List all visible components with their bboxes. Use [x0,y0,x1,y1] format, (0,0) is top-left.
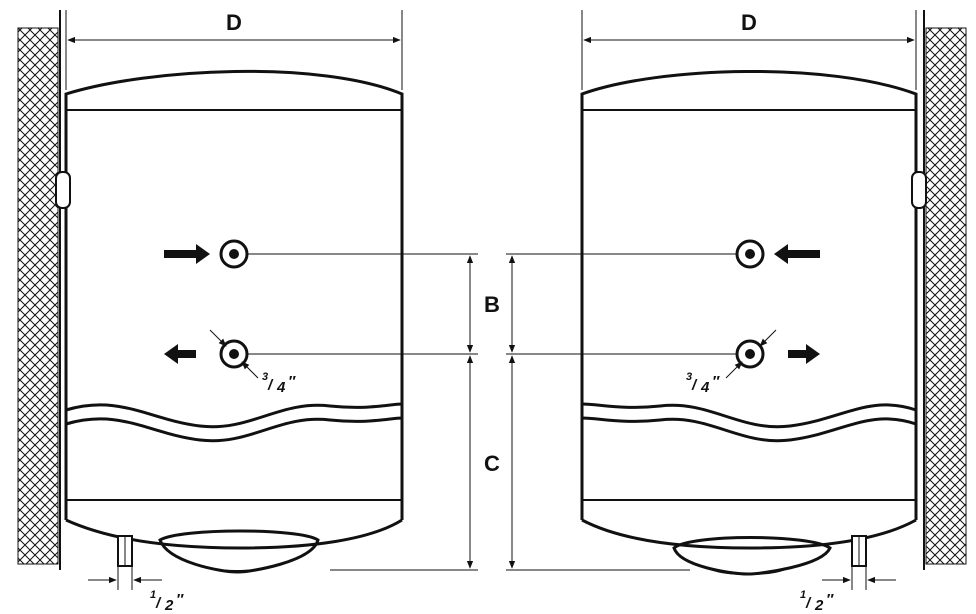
svg-text:″: ″ [826,591,834,608]
svg-text:″: ″ [288,373,296,390]
svg-text:2: 2 [814,597,824,614]
label-d-right: D [741,10,757,35]
left-heater [55,69,404,574]
svg-text:3: 3 [262,371,268,383]
dimension-d-right [581,10,917,90]
svg-text:/: / [155,595,162,612]
label-c: C [484,451,500,476]
arrow-right-icon [164,244,210,264]
svg-text:1: 1 [800,589,806,601]
svg-text:4: 4 [276,379,286,396]
right-wall [923,10,967,570]
svg-text:4: 4 [700,379,710,396]
svg-text:2: 2 [164,597,174,614]
svg-text:3: 3 [686,371,692,383]
left-wall [17,10,61,570]
dimension-drain-left [88,566,162,590]
extension-lines [247,253,737,571]
arrow-right-icon [788,344,820,364]
arrow-left-icon [164,344,196,364]
svg-text:1: 1 [150,589,156,601]
right-heater [580,69,927,576]
dimension-d-left [65,10,403,90]
label-b: B [484,292,500,317]
label-pipe-small-left: 1 / 2 ″ [150,589,184,614]
label-pipe-large-right: 3 / 4 ″ [686,371,720,396]
svg-text:″: ″ [712,373,720,390]
pipe-size-leader [725,329,777,379]
label-pipe-small-right: 1 / 2 ″ [800,589,834,614]
svg-text:/: / [267,377,274,394]
svg-text:/: / [805,595,812,612]
dimension-drain-right [822,566,896,590]
label-pipe-large-left: 3 / 4 ″ [262,371,296,396]
label-d-left: D [226,10,242,35]
arrow-left-icon [774,244,820,264]
svg-text:″: ″ [176,591,184,608]
pipe-size-leader [209,329,259,379]
svg-text:/: / [691,377,698,394]
